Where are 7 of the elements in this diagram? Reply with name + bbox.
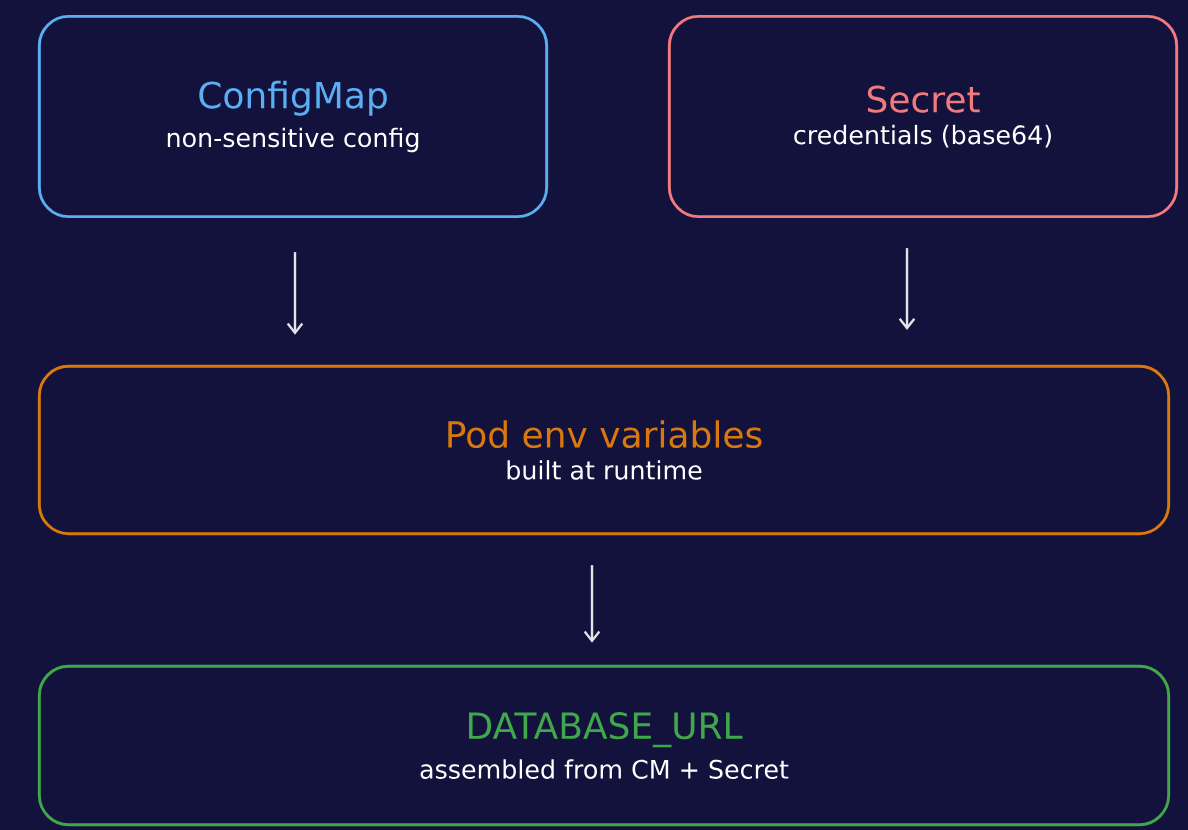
arrow: [898, 248, 916, 330]
box: Secret credentials (base64): [667, 14, 1179, 219]
box: Pod env variables built at runtime: [37, 364, 1171, 536]
arrow: [286, 252, 304, 335]
arrow: [583, 565, 601, 643]
box: ConfigMap non-sensitive config: [37, 14, 549, 219]
box: DATABASE_URL assembled from CM + Secret: [37, 664, 1171, 827]
